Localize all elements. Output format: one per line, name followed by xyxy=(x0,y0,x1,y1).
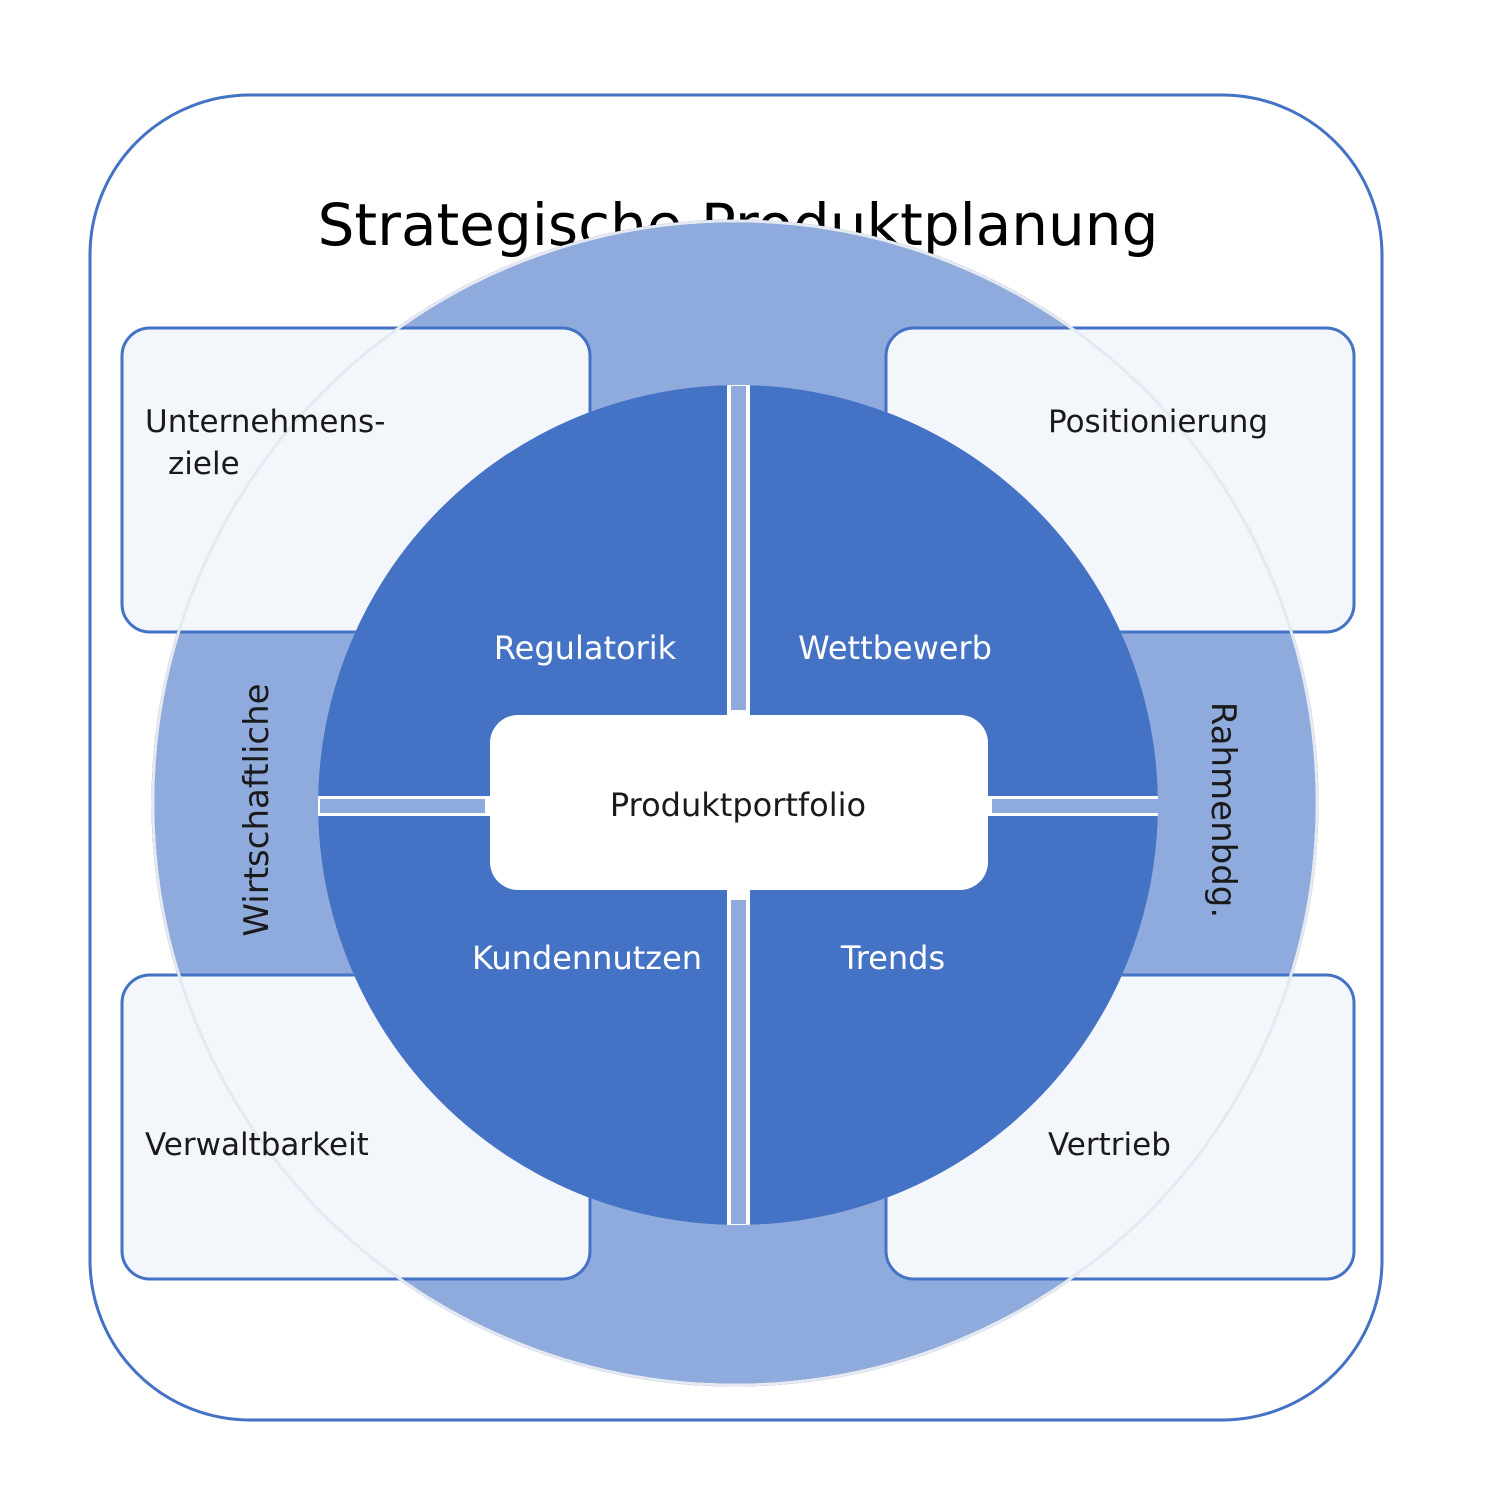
corner-label-bottom-right: Vertrieb xyxy=(1048,1127,1171,1163)
center-box xyxy=(490,715,988,890)
quadrant-label-bottom-left: Kundennutzen xyxy=(472,939,702,977)
separator-vertical-top xyxy=(731,386,746,710)
corner-label-bottom-left: Verwaltbarkeit xyxy=(145,1127,369,1163)
separator-horizontal-left xyxy=(320,799,485,813)
corner-label-top-left-line1: Unternehmens- xyxy=(145,404,385,440)
ring-edge-highlight xyxy=(151,219,1319,1387)
quadrant-label-top-right: Wettbewerb xyxy=(798,629,992,667)
ring-label-right: Rahmenbdg. xyxy=(1203,702,1243,918)
ring-label-left: Wirtschaftliche xyxy=(237,683,277,936)
quadrant-label-bottom-right: Trends xyxy=(840,939,945,977)
separator-horizontal-right xyxy=(992,799,1158,813)
quadrant-label-top-left: Regulatorik xyxy=(494,629,677,667)
corner-label-top-right: Positionierung xyxy=(1048,404,1268,440)
center-label: Produktportfolio xyxy=(610,786,866,824)
corner-label-top-left-line2: ziele xyxy=(168,446,240,482)
separator-vertical-bottom xyxy=(731,900,746,1224)
